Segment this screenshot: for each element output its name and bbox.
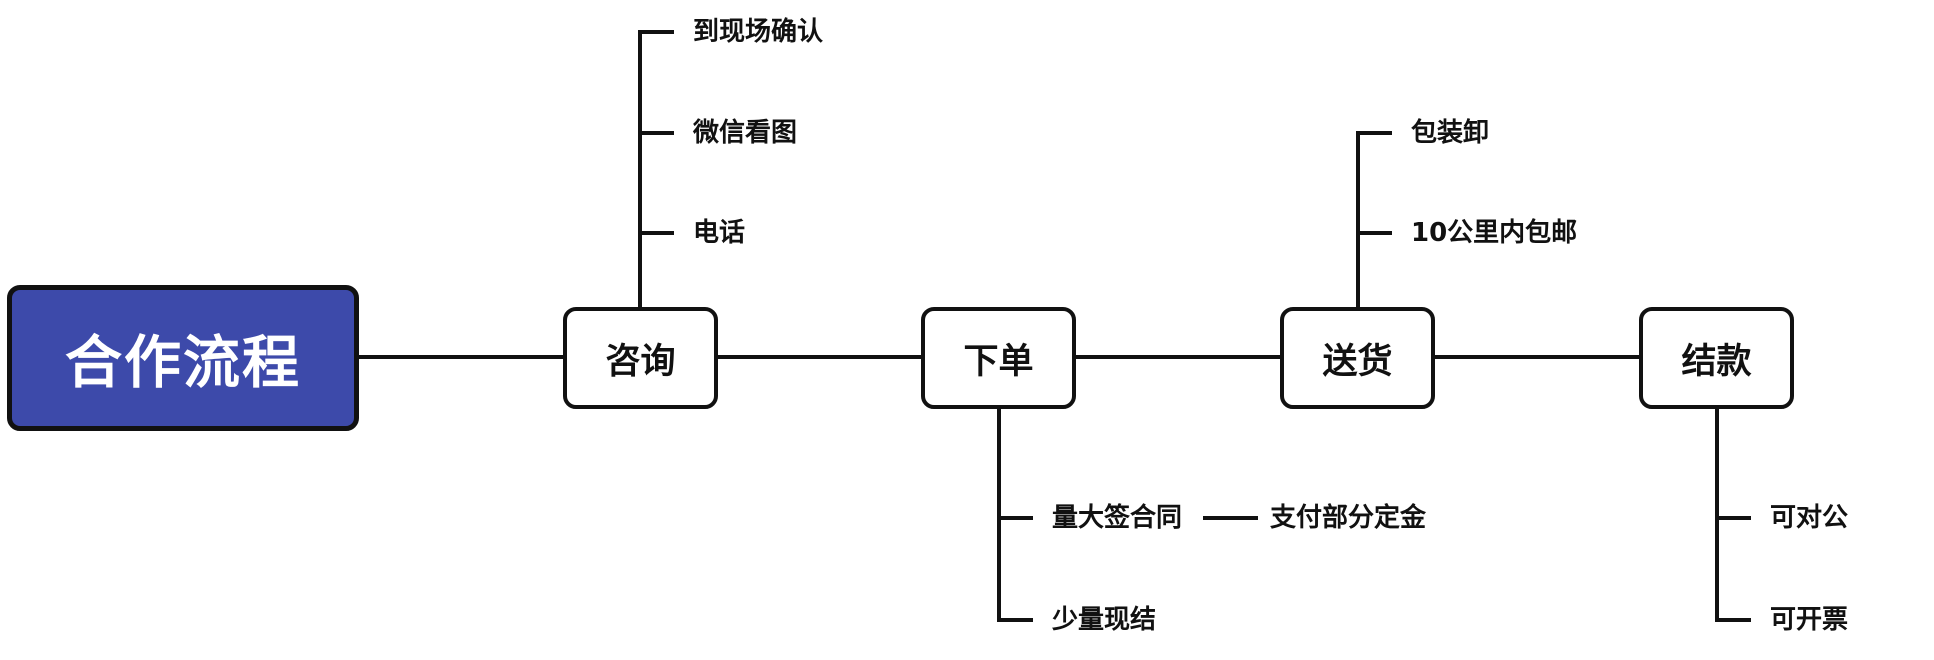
step-node-order: 下单: [921, 307, 1076, 409]
leaf-corporate-account: 可对公: [1770, 503, 1849, 533]
leaf-deposit: 支付部分定金: [1270, 503, 1427, 533]
leaf-free-shipping: 10公里内包邮: [1411, 218, 1578, 248]
leaf-phone: 电话: [693, 218, 746, 248]
step-node-delivery: 送货: [1280, 307, 1435, 409]
step-node-label: 送货: [1322, 341, 1393, 382]
leaf-packing-unload: 包装卸: [1411, 118, 1490, 148]
root-node: 合作流程: [7, 285, 359, 431]
leaf-onsite-confirm: 到现场确认: [693, 17, 824, 47]
root-node-label: 合作流程: [65, 330, 301, 396]
leaf-bulk-contract: 量大签合同: [1052, 503, 1183, 533]
step-node-consult: 咨询: [563, 307, 718, 409]
connector-songhuo-trunk: [1356, 131, 1392, 307]
leaf-invoice: 可开票: [1770, 605, 1849, 635]
connector-xiadan-trunk: [997, 409, 1033, 622]
step-node-label: 下单: [963, 341, 1034, 382]
leaf-wechat-view: 微信看图: [693, 118, 798, 148]
connector-zixun-trunk: [638, 30, 674, 307]
leaf-small-cash: 少量现结: [1052, 605, 1157, 635]
step-node-label: 结款: [1681, 341, 1752, 382]
step-node-payment: 结款: [1639, 307, 1794, 409]
step-node-label: 咨询: [605, 341, 676, 382]
connector-jiekuan-trunk: [1715, 409, 1751, 622]
